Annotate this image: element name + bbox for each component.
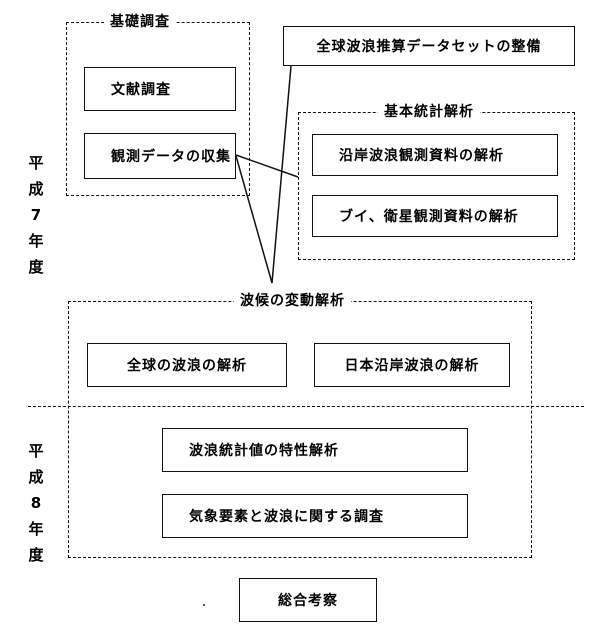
statistics-characteristics-box: 波浪統計値の特性解析 [162, 428, 468, 472]
global-dataset-box: 全球波浪推算データセットの整備 [283, 26, 575, 66]
japan-coastal-analysis-box: 日本沿岸波浪の解析 [314, 343, 510, 387]
basic-statistics-title: 基本統計解析 [378, 103, 480, 121]
connector-data-to-coastal [235, 154, 299, 178]
heisei-8-year-label: 平 成 8 年 度 [28, 442, 44, 564]
variation-analysis-title: 波候の変動解析 [234, 292, 351, 310]
overall-review-box: 総合考察 [239, 578, 377, 622]
global-wave-analysis-box: 全球の波浪の解析 [87, 343, 287, 387]
connector-dataset-to-variation [271, 65, 292, 284]
weather-wave-survey-box: 気象要素と波浪に関する調査 [162, 494, 468, 538]
stray-dot [203, 604, 205, 606]
year-divider [28, 406, 584, 407]
coastal-analysis-box: 沿岸波浪観測資料の解析 [312, 134, 558, 176]
literature-survey-box: 文献調査 [84, 67, 236, 111]
basic-survey-title: 基礎調査 [104, 13, 176, 31]
connector-data-to-variation [235, 155, 273, 284]
buoy-satellite-analysis-box: ブイ、衛星観測資料の解析 [312, 195, 558, 237]
data-collection-box: 観測データの収集 [84, 133, 236, 179]
heisei-7-year-label: 平 成 7 年 度 [28, 154, 44, 276]
